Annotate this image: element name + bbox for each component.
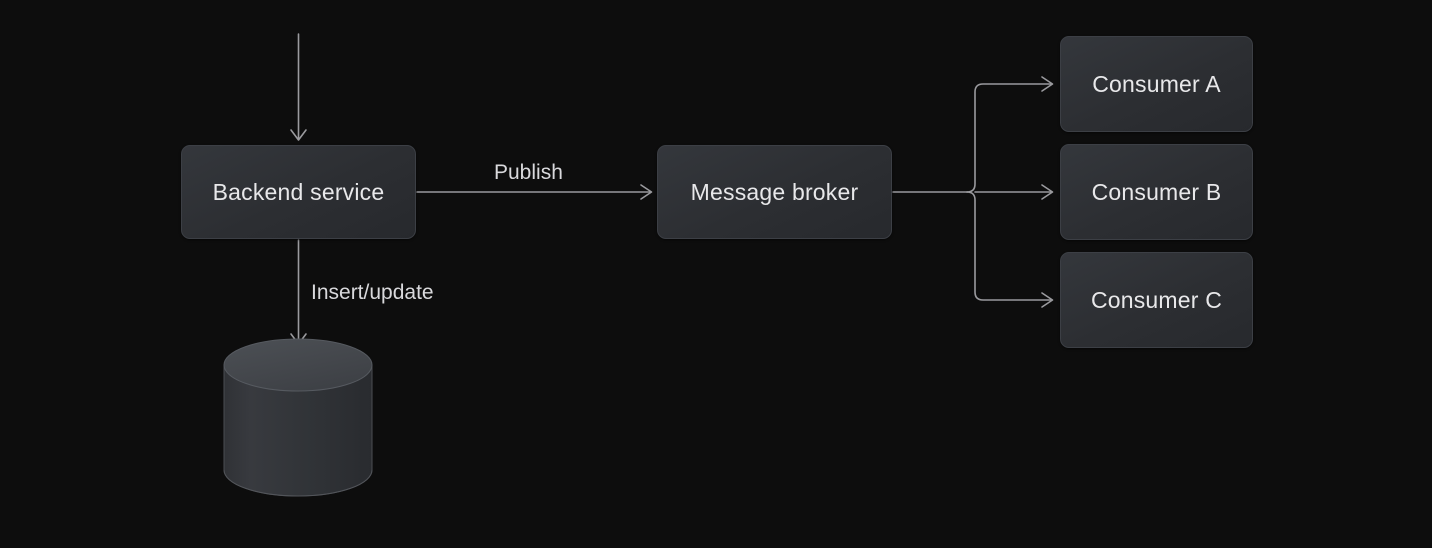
node-message-broker[interactable]: Message broker xyxy=(657,145,892,239)
database-cylinder xyxy=(223,338,373,497)
node-consumer-c-label: Consumer C xyxy=(1090,286,1223,313)
node-message-broker-label: Message broker xyxy=(690,178,859,205)
edge-broker-to-consumer-c xyxy=(966,191,1054,308)
node-consumer-a-label: Consumer A xyxy=(1092,70,1221,97)
edge-insert-update xyxy=(290,239,307,345)
edge-incoming-request xyxy=(290,33,307,141)
node-consumer-c[interactable]: Consumer C xyxy=(1060,252,1253,348)
edge-label-publish: Publish xyxy=(494,161,563,184)
node-backend-service-label: Backend service xyxy=(212,178,385,205)
edge-label-insert-update: Insert/update xyxy=(311,281,434,304)
edge-broker-to-consumer-b xyxy=(974,184,1054,200)
node-backend-service[interactable]: Backend service xyxy=(181,145,416,239)
node-consumer-a[interactable]: Consumer A xyxy=(1060,36,1253,132)
edge-publish xyxy=(416,184,653,200)
edge-broker-to-consumer-a xyxy=(966,76,1054,193)
node-consumer-b-label: Consumer B xyxy=(1091,178,1222,205)
node-consumer-b[interactable]: Consumer B xyxy=(1060,144,1253,240)
